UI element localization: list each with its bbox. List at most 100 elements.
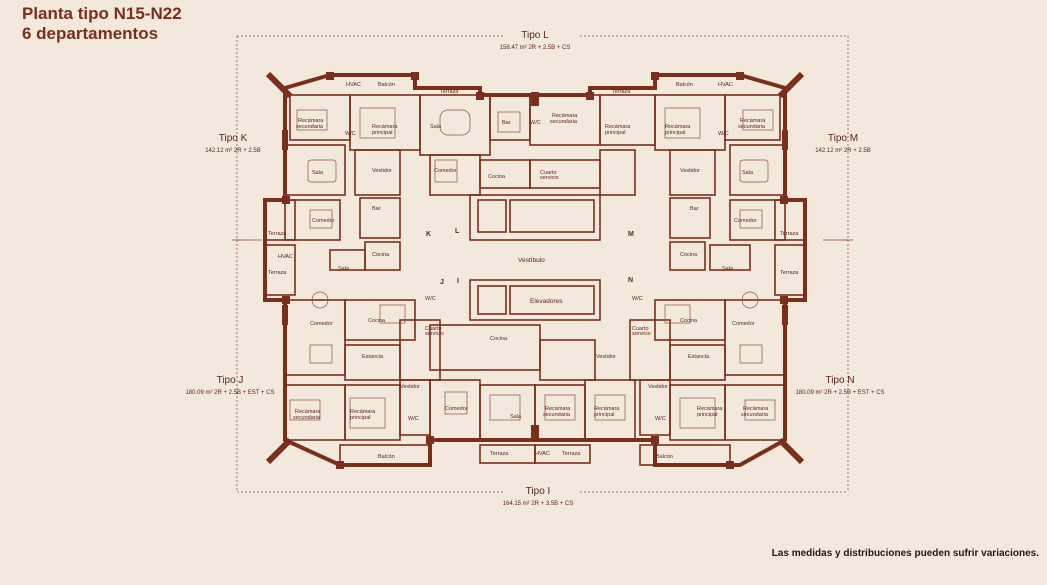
label-rec-sec-m-b: secundaria (738, 124, 766, 130)
marker-j: J (440, 279, 444, 286)
label-cocina-l: Cocina (488, 174, 506, 180)
label-rec-sec-j: Recámara (295, 409, 321, 415)
label-wc-k: W/C (345, 131, 356, 137)
label-cuarto-j: Cuarto (425, 326, 442, 332)
label-balcon-j: Balcón (378, 454, 395, 460)
marker-n: N (628, 277, 633, 284)
dimension-frame (236, 35, 849, 493)
label-sala-m: Sala (742, 170, 754, 176)
label-wc-j: W/C (408, 416, 419, 422)
label-rec-sec-n-b: secundaria (741, 412, 769, 418)
unit-tipo-j: Tipo J 180.09 m² 2R + 2.5B + EST + CS (165, 375, 295, 396)
label-comedor-l: Comedor (434, 168, 457, 174)
label-sala-j: Sala (338, 266, 350, 272)
unit-tipo-j-area: 180.09 m² 2R + 2.5B + EST + CS (185, 390, 275, 396)
unit-tipo-k-name: Tipo K (218, 133, 248, 144)
label-rec-pri-j-b: principal (350, 415, 370, 421)
title-line-1: Planta tipo N15-N22 (22, 4, 182, 23)
label-rec-pri-n-b: principal (697, 412, 717, 418)
unit-tipo-j-name: Tipo J (216, 375, 244, 386)
label-rec-pri-m: Recámara (665, 124, 691, 130)
label-hvac-m: HVAC (718, 82, 733, 88)
marker-m: M (628, 231, 634, 238)
unit-tipo-l-name: Tipo L (521, 30, 549, 41)
label-terraza-i1: Terraza (490, 451, 509, 457)
label-vestidor-k: Vestidor (372, 168, 392, 174)
label-rec-sec-k: Recámara (298, 118, 324, 124)
label-comedor-k: Comedor (312, 218, 335, 224)
label-estancia-n: Estancia (688, 354, 710, 360)
unit-tipo-l-area: 158.47 m² 2R + 2.5B + CS (499, 45, 571, 51)
disclaimer-note: Las medidas y distribuciones pueden sufr… (771, 548, 1039, 559)
label-hvac-k2: HVAC (278, 254, 293, 260)
marker-i: I (457, 278, 459, 285)
label-vestidor-m: Vestidor (680, 168, 700, 174)
label-cocina-k: Cocina (372, 252, 390, 258)
label-terraza-l2: Terraza (612, 89, 631, 95)
label-vestibulo: Vestíbulo (518, 257, 545, 264)
page-title: Planta tipo N15-N22 6 departamentos (22, 4, 182, 44)
label-wc-m: W/C (718, 131, 729, 137)
label-estancia-j: Estancia (362, 354, 384, 360)
label-cocina-n: Cocina (680, 318, 698, 324)
label-sala-k: Sala (312, 170, 324, 176)
label-balcon-k: Balcón (378, 82, 395, 88)
label-hvac-k: HVAC (346, 82, 361, 88)
marker-k: K (426, 231, 431, 238)
label-sala-n: Sala (722, 266, 734, 272)
interior-walls (264, 94, 806, 466)
label-bar-l: Bar (502, 120, 511, 126)
unit-tipo-l: Tipo L 158.47 m² 2R + 2.5B + CS (480, 30, 590, 51)
unit-tipo-n: Tipo N 180.09 m² 2R + 2.5B + EST + CS (775, 375, 905, 396)
label-rec-pri-j: Recámara (350, 409, 376, 415)
label-bar-m: Bar (690, 206, 699, 212)
label-rec-pri-l: Recámara (605, 124, 631, 130)
unit-tipo-k: Tipo K 142.12 m² 2R + 2.5B (178, 133, 288, 154)
title-line-2: 6 departamentos (22, 24, 159, 43)
label-sala-i: Sala (510, 414, 522, 420)
label-comedor-i: Comedor (445, 406, 468, 412)
label-servicio-j: servicio (425, 331, 444, 337)
label-terraza-m1: Terraza (780, 231, 799, 237)
label-rec-pri-i-b: principal (594, 412, 614, 418)
label-rec-pri-i: Recámara (594, 406, 620, 412)
label-cocina-m: Cocina (680, 252, 698, 258)
label-cuarto-n: Cuarto (632, 326, 649, 332)
structural-columns (282, 72, 788, 469)
unit-tipo-i: Tipo I 164.15 m² 2R + 3.5B + CS (478, 486, 598, 507)
furniture (289, 107, 776, 429)
unit-tipo-k-area: 142.12 m² 2R + 2.5B (205, 148, 261, 154)
label-wc-n: W/C (655, 416, 666, 422)
corner-walls (265, 71, 805, 465)
unit-tipo-m-name: Tipo M (827, 133, 859, 144)
label-cocina-j: Cocina (368, 318, 386, 324)
unit-tipo-m: Tipo M 142.12 m² 2R + 2.5B (788, 133, 898, 154)
label-rec-pri-m-b: principal (665, 130, 685, 136)
unit-markers: K L M J I N (426, 228, 634, 286)
label-balcon-n: Balcón (656, 454, 673, 460)
label-rec-pri-k-b: principal (372, 130, 392, 136)
label-bar-k: Bar (372, 206, 381, 212)
label-elevadores: Elevadores (530, 298, 563, 305)
label-servicio-l: servicio (540, 175, 559, 181)
label-rec-sec-i-b: secundaria (543, 412, 571, 418)
label-vestidor-i: Vestidor (596, 354, 616, 360)
marker-l: L (455, 228, 460, 235)
label-wc-l: W/C (530, 120, 541, 126)
label-cocina-i: Cocina (490, 336, 508, 342)
label-hvac-i: HVAC (535, 451, 550, 457)
label-cuarto-l: Cuarto (540, 170, 557, 176)
unit-tipo-i-area: 164.15 m² 2R + 3.5B + CS (502, 501, 574, 507)
label-rec-pri-l-b: principal (605, 130, 625, 136)
unit-tipo-n-area: 180.09 m² 2R + 2.5B + EST + CS (795, 390, 885, 396)
label-sala-l: Sala (430, 124, 442, 130)
label-rec-sec-n: Recámara (743, 406, 769, 412)
label-comedor-m: Comedor (734, 218, 757, 224)
label-rec-sec-l: Recámara (552, 113, 578, 119)
label-vestidor-n: Vestidor (648, 384, 668, 390)
label-wc-n2: W/C (632, 296, 643, 302)
label-rec-sec-k-b: secundaria (296, 124, 324, 130)
label-vestidor-j: Vestidor (400, 384, 420, 390)
